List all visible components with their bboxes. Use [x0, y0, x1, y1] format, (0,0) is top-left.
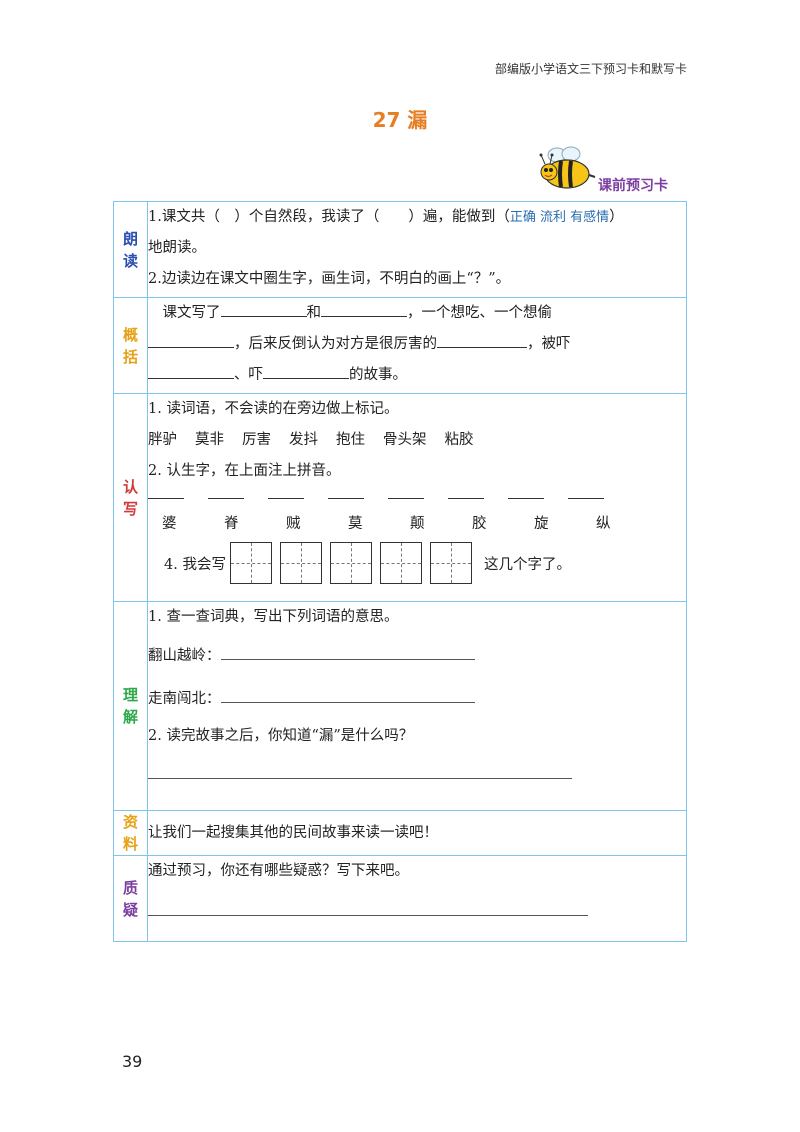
list-item: 贼 — [286, 516, 301, 532]
section-label-understand: 理 解 — [113, 601, 148, 811]
answer-line[interactable] — [148, 764, 572, 779]
fill-blank[interactable] — [148, 333, 234, 348]
pinyin-blank[interactable] — [568, 497, 604, 499]
fill-blank[interactable] — [220, 302, 307, 317]
section-content-material: 让我们一起搜集其他的民间故事来读一读吧！ — [147, 810, 687, 856]
list-item: 莫 — [348, 516, 363, 532]
section-content-summary: 课文写了和，一个想吃、一个想偷 ，后来反倒认为对方是很厉害的，被吓 、吓的故事。 — [147, 297, 687, 394]
page-number: 39 — [122, 1052, 143, 1071]
answer-line[interactable] — [220, 645, 475, 660]
writing-grid[interactable] — [329, 542, 372, 584]
writing-row: 4. 我会写 这几个字了。 — [148, 539, 686, 587]
section-content-question: 通过预习，你还有哪些疑惑？写下来吧。 — [147, 855, 687, 942]
section-understand: 理 解 1. 查一查词典，写出下列词语的意思。 翻山越岭： 走南闯北： 2. 读… — [113, 601, 687, 811]
section-label-question: 质 疑 — [113, 855, 148, 942]
section-recognize: 认 写 1. 读词语，不会读的在旁边做上标记。 胖驴莫非厉害发抖抱住骨头架粘胶 … — [113, 393, 687, 602]
fill-blank[interactable] — [263, 364, 349, 379]
section-label-material: 资 料 — [113, 810, 148, 856]
list-item: 颠 — [410, 516, 425, 532]
answer-line[interactable] — [220, 688, 475, 703]
preview-card-table: 朗 读 1.课文共（ ）个自然段，我读了（ ）遍，能做到（正确 流利 有感情） … — [113, 201, 687, 942]
writing-grid[interactable] — [379, 542, 422, 584]
list-item: 抱住 — [336, 432, 365, 448]
section-question: 质 疑 通过预习，你还有哪些疑惑？写下来吧。 — [113, 855, 687, 942]
section-content-understand: 1. 查一查词典，写出下列词语的意思。 翻山越岭： 走南闯北： 2. 读完故事之… — [147, 601, 687, 811]
book-header: 部编版小学语文三下预习卡和默写卡 — [494, 62, 687, 76]
list-item: 婆 — [162, 516, 177, 532]
answer-line[interactable] — [148, 901, 588, 916]
list-item: 胖驴 — [148, 432, 177, 448]
section-label-recognize: 认 写 — [113, 393, 148, 602]
fill-blank[interactable] — [321, 302, 407, 317]
pinyin-blank[interactable] — [388, 497, 424, 499]
list-item: 厉害 — [242, 432, 271, 448]
char-list: 婆脊贼莫颠胶旋纵 — [148, 509, 686, 539]
pinyin-blanks — [148, 487, 686, 499]
writing-grid[interactable] — [279, 542, 322, 584]
section-material: 资 料 让我们一起搜集其他的民间故事来读一读吧！ — [113, 810, 687, 856]
section-reading: 朗 读 1.课文共（ ）个自然段，我读了（ ）遍，能做到（正确 流利 有感情） … — [113, 201, 687, 298]
list-item: 粘胶 — [444, 432, 474, 448]
list-item: 旋 — [534, 516, 549, 532]
section-content-reading: 1.课文共（ ）个自然段，我读了（ ）遍，能做到（正确 流利 有感情） 地朗读。… — [147, 201, 687, 298]
list-item: 骨头架 — [383, 432, 427, 448]
list-item: 发抖 — [289, 432, 318, 448]
reading-options: 正确 流利 有感情 — [509, 210, 610, 225]
preview-card-label: 课前预习卡 — [598, 178, 668, 194]
fill-blank[interactable] — [437, 333, 527, 348]
section-label-reading: 朗 读 — [113, 201, 148, 298]
list-item: 胶 — [472, 516, 487, 532]
pinyin-blank[interactable] — [448, 497, 484, 499]
preview-card-badge: 课前预习卡 — [535, 145, 685, 194]
pinyin-blank[interactable] — [208, 497, 244, 499]
section-summary: 概 括 课文写了和，一个想吃、一个想偷 ，后来反倒认为对方是很厉害的，被吓 、吓… — [113, 297, 687, 394]
section-content-recognize: 1. 读词语，不会读的在旁边做上标记。 胖驴莫非厉害发抖抱住骨头架粘胶 2. 认… — [147, 393, 687, 602]
word-list: 胖驴 莫非 厉害 发抖 抱住 骨头架 粘胶 — [148, 425, 686, 456]
writing-grid[interactable] — [429, 542, 472, 584]
pinyin-blank[interactable] — [148, 497, 184, 499]
fill-blank[interactable] — [148, 364, 234, 379]
writing-grid[interactable] — [229, 542, 272, 584]
section-label-summary: 概 括 — [113, 297, 148, 394]
list-item: 纵 — [596, 516, 611, 532]
list-item: 莫非 — [195, 432, 224, 448]
bee-icon — [539, 146, 596, 189]
list-item: 脊 — [224, 516, 239, 532]
pinyin-blank[interactable] — [268, 497, 304, 499]
pinyin-blank[interactable] — [508, 497, 544, 499]
lesson-title: 27 漏 — [372, 108, 428, 132]
pinyin-blank[interactable] — [328, 497, 364, 499]
